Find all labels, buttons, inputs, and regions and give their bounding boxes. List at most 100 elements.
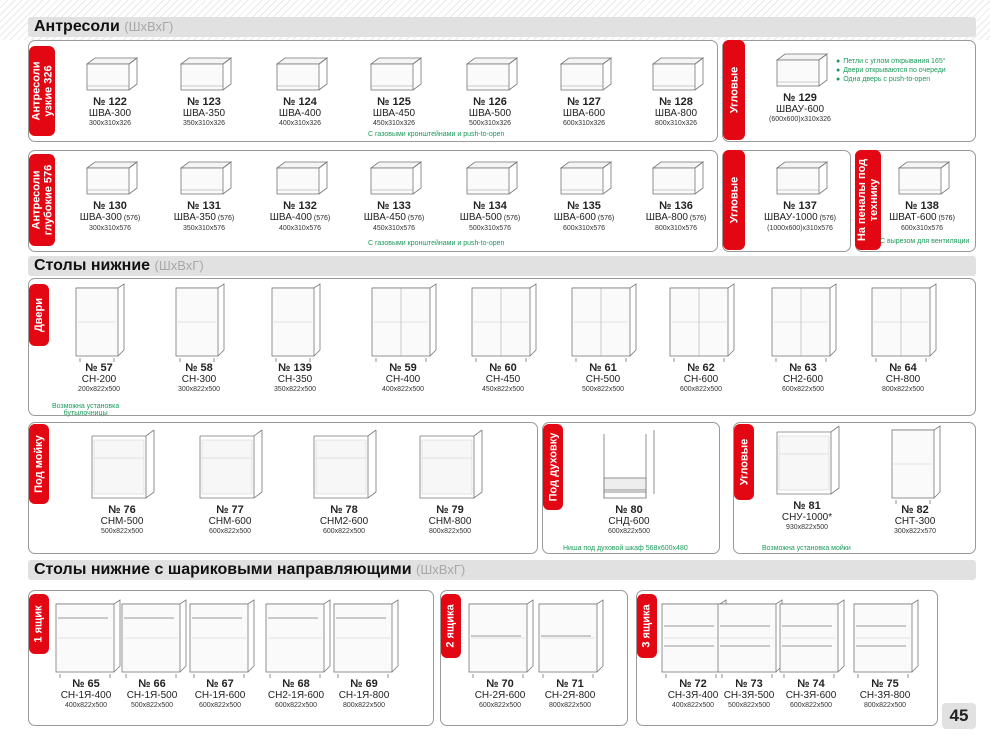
- cabinet-illustration-icon: [258, 282, 332, 362]
- product-dimensions: 800x822x500: [881, 386, 925, 393]
- product-name: ШВАТ-600 (576): [889, 212, 955, 223]
- cabinet-illustration-icon: [638, 56, 714, 96]
- product-dimensions: 600x822x500: [478, 702, 522, 709]
- product-dimensions: 300x822x500: [177, 386, 221, 393]
- product-dimensions: 450x310x576: [372, 225, 416, 232]
- note-ventilation: С вырезом для вентиляции: [880, 238, 970, 245]
- product-name: ШВА-600 (576): [553, 212, 615, 223]
- product-number: № 67: [206, 678, 234, 690]
- product-dimensions: 600x822x500: [781, 386, 825, 393]
- product-dimensions: (600x600)x310x326: [769, 116, 831, 123]
- cabinet-illustration-icon: [558, 282, 648, 362]
- product-dimensions: 400x822x500: [671, 702, 715, 709]
- product-name: СН-450: [485, 374, 521, 385]
- cabinet-illustration-icon: [76, 428, 168, 504]
- product-name: ШВА-500: [468, 108, 512, 119]
- product-number: № 137: [783, 200, 817, 212]
- tab-corner-base: Угловые: [734, 424, 754, 500]
- product-name: СНМ2-600: [319, 516, 369, 527]
- cabinet-illustration-icon: [755, 52, 845, 92]
- product-dimensions: 600x822x500: [679, 386, 723, 393]
- section-band-base-cabinets: Столы нижние (ШхВхГ): [28, 256, 976, 276]
- product-dimensions: 600x822x500: [789, 702, 833, 709]
- product-name: СН-3Я-400: [667, 690, 719, 701]
- note-oven-niche: Ниша под духовой шкаф 568х600х480: [563, 545, 688, 552]
- product-number: № 75: [871, 678, 899, 690]
- product-name: ШВА-350: [182, 108, 226, 119]
- product-number: № 132: [283, 200, 317, 212]
- cabinet-illustration-icon: [758, 282, 848, 362]
- product-name: СНМ-600: [208, 516, 252, 527]
- section-band-drawer-cabinets: Столы нижние с шариковыми направляющими …: [28, 560, 976, 580]
- product-number: № 123: [187, 96, 221, 108]
- product-dimensions: 450x822x500: [481, 386, 525, 393]
- cabinet-illustration-icon: [330, 598, 399, 678]
- product-dimensions: 500x822x500: [581, 386, 625, 393]
- tab-two-drawers: 2 ящика: [441, 594, 461, 658]
- product-number: № 68: [282, 678, 310, 690]
- product-dimensions: 600x310x326: [562, 120, 606, 127]
- product-number: № 78: [330, 504, 358, 516]
- product-dimensions: 300x310x576: [88, 225, 132, 232]
- product-number: № 81: [793, 500, 821, 512]
- product-dimensions: 600x822x500: [607, 528, 651, 535]
- product-name: ШВА-600: [562, 108, 606, 119]
- cabinet-illustration-icon: [878, 424, 952, 504]
- product-name: СН-1Я-600: [194, 690, 246, 701]
- product-number: № 128: [659, 96, 693, 108]
- depth-suffix: (576): [817, 215, 836, 222]
- product-number: № 124: [283, 96, 317, 108]
- product-number: № 65: [72, 678, 100, 690]
- product-number: № 57: [85, 362, 113, 374]
- product-number: № 134: [473, 200, 507, 212]
- cabinet-illustration-icon: [462, 598, 538, 678]
- product-dimensions: 400x310x576: [278, 225, 322, 232]
- product-dimensions: 800x310x326: [654, 120, 698, 127]
- product-number: № 66: [138, 678, 166, 690]
- product-dimensions: 400x310x326: [278, 120, 322, 127]
- product-dimensions: 350x822x500: [273, 386, 317, 393]
- product-dimensions: 450x310x326: [372, 120, 416, 127]
- product-name: СНД-600: [608, 516, 650, 527]
- cabinet-illustration-icon: [356, 56, 432, 96]
- panel-narrow-mezzanines: [28, 40, 718, 142]
- product-number: № 138: [905, 200, 939, 212]
- depth-suffix: (576): [215, 215, 235, 222]
- page-number: 45: [942, 703, 976, 729]
- product-dimensions: 350x310x576: [182, 225, 226, 232]
- cabinet-illustration-icon: [186, 598, 255, 678]
- product-number: № 62: [687, 362, 715, 374]
- product-name: ШВАУ-1000 (576): [764, 212, 836, 223]
- product-number: № 60: [489, 362, 517, 374]
- cabinet-illustration-icon: [262, 598, 331, 678]
- product-name: СН2-600: [782, 374, 824, 385]
- cabinet-illustration-icon: [184, 428, 276, 504]
- product-dimensions: 500x310x326: [468, 120, 512, 127]
- product-number: № 82: [901, 504, 929, 516]
- product-dimensions: 400x822x500: [381, 386, 425, 393]
- product-name: ШВА-350 (576): [173, 212, 235, 223]
- product-dimensions: 800x822x500: [342, 702, 386, 709]
